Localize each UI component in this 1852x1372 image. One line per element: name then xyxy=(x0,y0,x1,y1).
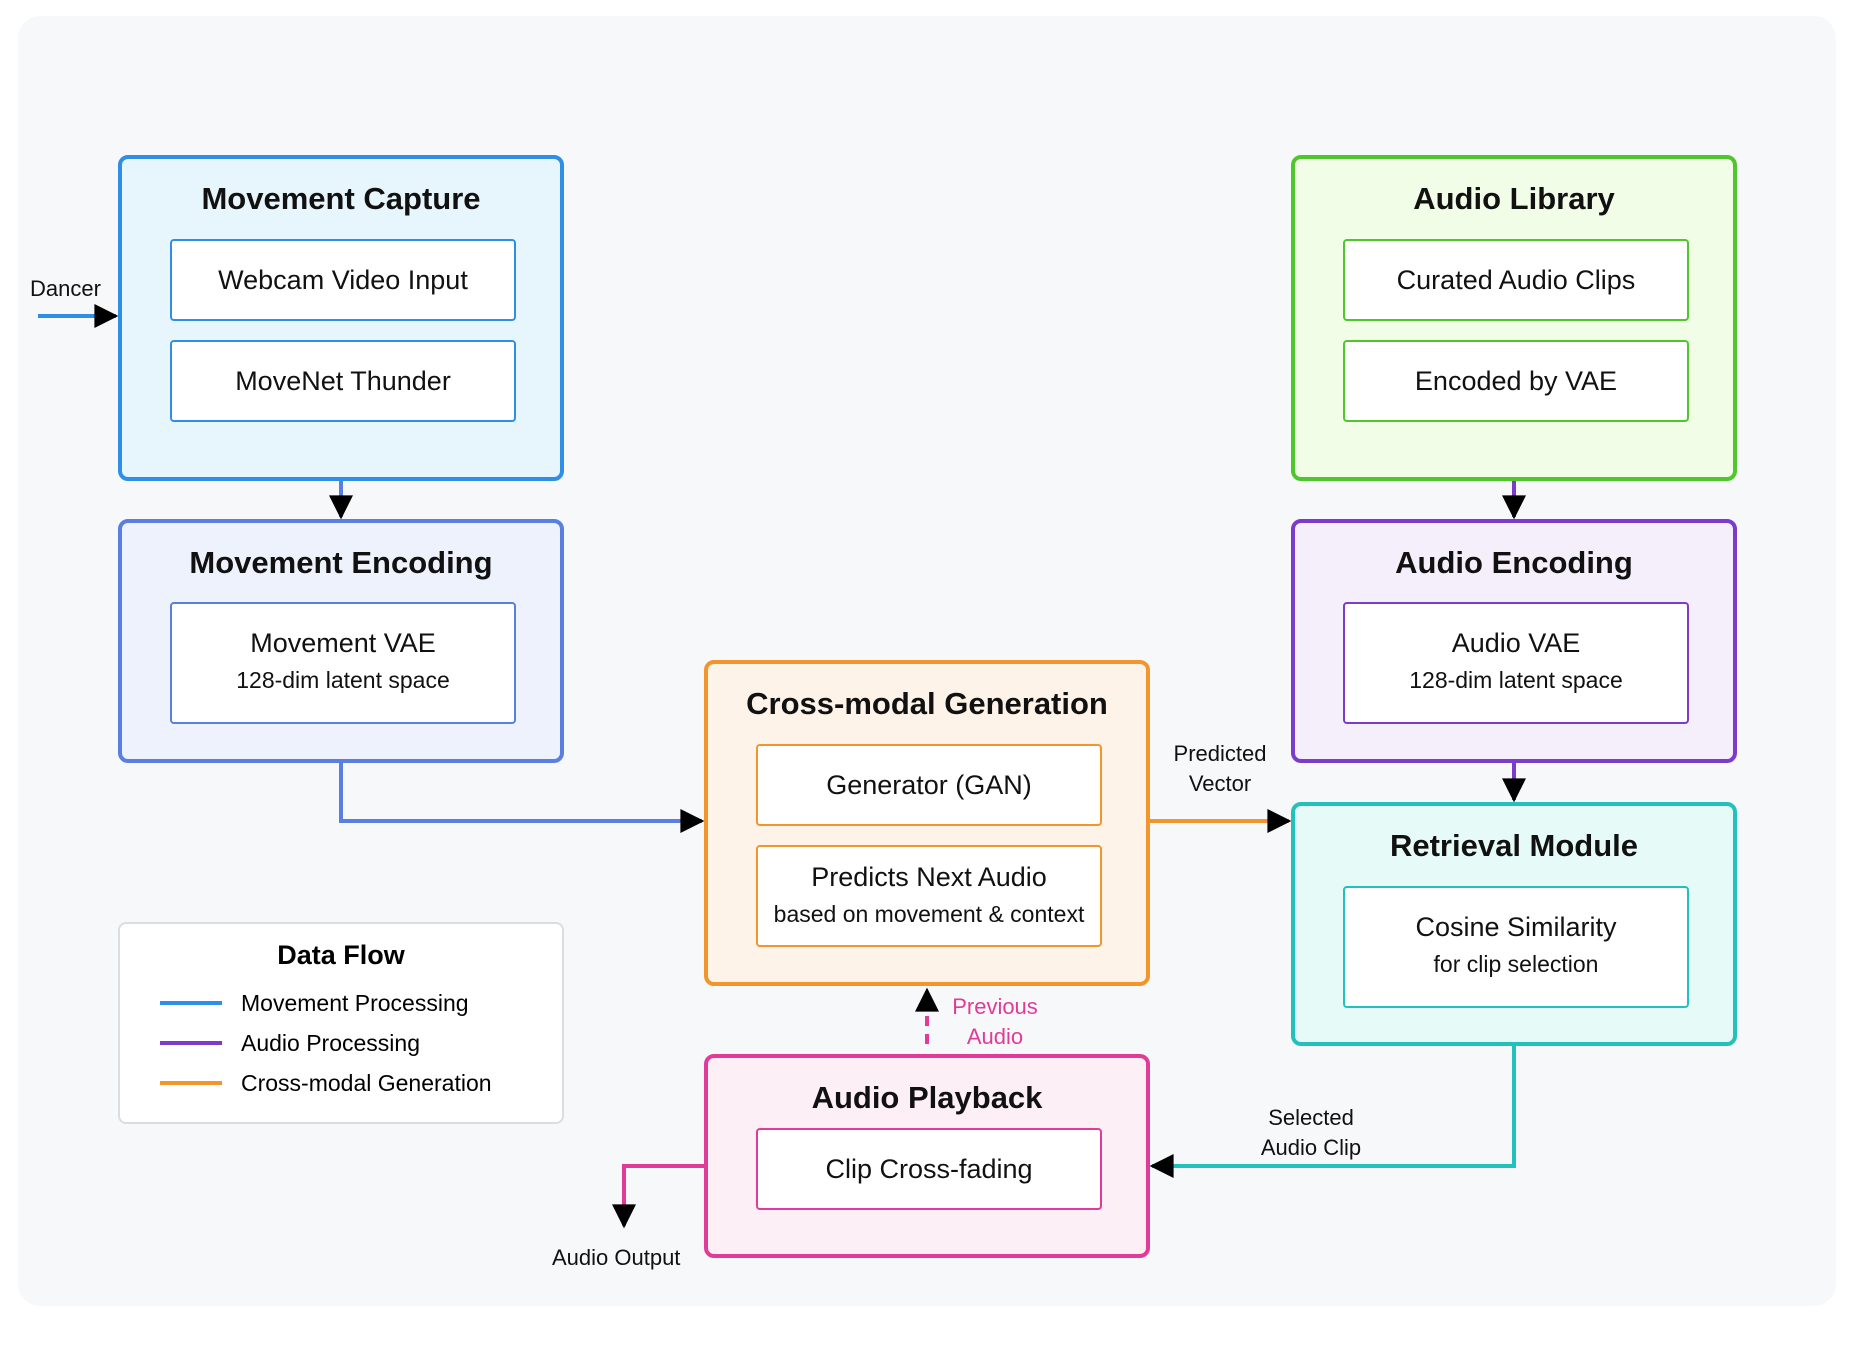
cosine-similarity-label: Cosine Similarity xyxy=(1415,912,1617,942)
encoded-by-vae-label: Encoded by VAE xyxy=(1414,365,1618,396)
audio-latent-label: 128-dim latent space xyxy=(1409,667,1623,693)
curated-audio-clips-box: Curated Audio Clips xyxy=(1343,239,1689,321)
legend-label-cross-modal: Cross-modal Generation xyxy=(241,1069,492,1096)
playback-to-output-arrow xyxy=(612,1164,704,1229)
data-flow-legend: Data Flow Movement Processing Audio Proc… xyxy=(118,922,564,1124)
legend-label-movement: Movement Processing xyxy=(241,989,469,1016)
clip-cross-fading-box: Clip Cross-fading xyxy=(756,1128,1102,1210)
audio-library-node: Audio Library Curated Audio Clips Encode… xyxy=(1291,155,1737,481)
predicted-vector-line2: Vector xyxy=(1188,771,1252,796)
generator-gan-box: Generator (GAN) xyxy=(756,744,1102,826)
movement-encoding-node: Movement Encoding Movement VAE 128-dim l… xyxy=(118,519,564,763)
retrieval-module-title: Retrieval Module xyxy=(1389,828,1639,863)
retrieval-module-node: Retrieval Module Cosine Similarity for c… xyxy=(1291,802,1737,1046)
legend-item-cross-modal: Cross-modal Generation xyxy=(160,1068,492,1098)
webcam-video-input-box: Webcam Video Input xyxy=(170,239,516,321)
predicted-vector-label: Predicted Vector xyxy=(1160,739,1280,799)
audio-encoding-node: Audio Encoding Audio VAE 128-dim latent … xyxy=(1291,519,1737,763)
curated-audio-clips-label: Curated Audio Clips xyxy=(1396,264,1636,295)
audio-vae-box: Audio VAE 128-dim latent space xyxy=(1343,602,1689,724)
movement-capture-node: Movement Capture Webcam Video Input Move… xyxy=(118,155,564,481)
predicts-next-audio-box: Predicts Next Audio based on movement & … xyxy=(756,845,1102,947)
legend-title: Data Flow xyxy=(277,940,405,970)
predicted-vector-line1: Predicted xyxy=(1173,741,1267,766)
movement-encoding-title: Movement Encoding xyxy=(189,545,493,580)
legend-swatch-movement xyxy=(160,1001,222,1005)
movement-latent-label: 128-dim latent space xyxy=(236,667,450,693)
audio-encoding-title: Audio Encoding xyxy=(1395,545,1633,580)
selected-audio-clip-line1: Selected xyxy=(1268,1105,1354,1130)
cross-modal-generation-node: Cross-modal Generation Generator (GAN) P… xyxy=(704,660,1150,986)
selected-audio-clip-label: Selected Audio Clip xyxy=(1246,1103,1376,1163)
clip-selection-label: for clip selection xyxy=(1433,951,1599,977)
movement-capture-title: Movement Capture xyxy=(201,181,481,216)
previous-audio-line2: Audio xyxy=(966,1024,1024,1049)
previous-audio-label: Previous Audio xyxy=(940,992,1050,1052)
cross-modal-generation-title: Cross-modal Generation xyxy=(746,686,1108,721)
audio-library-title: Audio Library xyxy=(1413,181,1615,216)
audio-vae-label: Audio VAE xyxy=(1451,628,1581,658)
cosine-similarity-box: Cosine Similarity for clip selection xyxy=(1343,886,1689,1008)
selected-audio-clip-line2: Audio Clip xyxy=(1260,1135,1362,1160)
legend-label-audio: Audio Processing xyxy=(241,1029,420,1056)
legend-item-movement: Movement Processing xyxy=(160,988,469,1018)
audio-playback-title: Audio Playback xyxy=(811,1080,1043,1115)
movenet-thunder-box: MoveNet Thunder xyxy=(170,340,516,422)
generator-gan-label: Generator (GAN) xyxy=(826,769,1032,800)
legend-swatch-cross-modal xyxy=(160,1081,222,1085)
predicts-next-audio-label: Predicts Next Audio xyxy=(811,862,1047,892)
movement-vae-box: Movement VAE 128-dim latent space xyxy=(170,602,516,724)
dancer-label: Dancer xyxy=(30,276,101,301)
legend-swatch-audio xyxy=(160,1041,222,1045)
audio-output-label: Audio Output xyxy=(552,1245,681,1270)
retrieval-to-playback-arrow xyxy=(1149,1046,1516,1178)
webcam-video-input-label: Webcam Video Input xyxy=(218,264,468,295)
clip-cross-fading-label: Clip Cross-fading xyxy=(825,1153,1033,1184)
movenet-thunder-label: MoveNet Thunder xyxy=(235,365,451,396)
movement-vae-label: Movement VAE xyxy=(250,628,436,658)
encoded-by-vae-box: Encoded by VAE xyxy=(1343,340,1689,422)
movement-encoding-to-cross-modal-arrow xyxy=(339,763,705,833)
legend-item-audio: Audio Processing xyxy=(160,1028,420,1058)
audio-playback-node: Audio Playback Clip Cross-fading xyxy=(704,1054,1150,1258)
previous-audio-line1: Previous xyxy=(952,994,1038,1019)
predicts-context-label: based on movement & context xyxy=(773,901,1085,927)
